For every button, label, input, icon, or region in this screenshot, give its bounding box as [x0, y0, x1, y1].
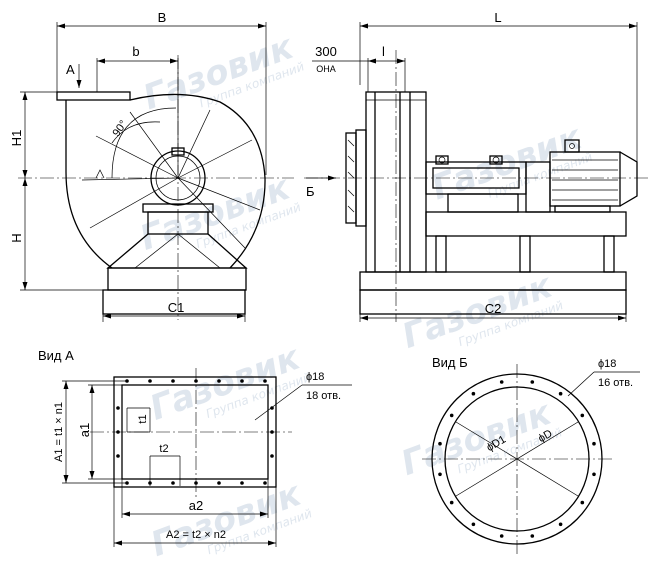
view-A-marker: A [66, 62, 75, 77]
dim-H-label: H [9, 233, 24, 242]
dim-C2-label: C2 [485, 301, 502, 316]
dim-l-label: l [382, 44, 385, 59]
watermark-layer: Газовик Группа компаний Газовик Группа к… [135, 27, 595, 565]
dim-B-label: B [158, 10, 167, 25]
dim-300-label: 300 [315, 44, 337, 59]
bolt-hole [438, 472, 442, 477]
view-B-hole-diameter: ϕ18 [598, 358, 616, 370]
bolt-hole [530, 534, 535, 538]
bolt-hole [530, 380, 535, 384]
dim-C1-label: C1 [168, 300, 185, 315]
side-view: L 300 ОНА l [304, 10, 650, 322]
bolt-hole [438, 441, 442, 446]
dim-t2-label: t2 [159, 443, 168, 455]
dim-300-sub-label: ОНА [316, 64, 336, 74]
dim-b-label: b [132, 44, 139, 59]
bolt-hole [592, 472, 596, 477]
dim-A2-label: A2 = t2 × n2 [166, 529, 226, 541]
view-A: Вид А [38, 348, 352, 547]
bolt-hole [580, 413, 585, 418]
view-B-marker: Б [306, 184, 315, 199]
bolt-hole [499, 380, 504, 384]
view-A-hole-diameter: ϕ18 [306, 371, 324, 383]
bolt-hole [592, 441, 596, 446]
bolt-hole [449, 413, 454, 418]
dim-t1-label: t1 [137, 414, 149, 423]
view-A-holes [116, 379, 274, 485]
dim-a2-label: a2 [189, 498, 203, 513]
bolt-hole [580, 500, 585, 505]
bolt-hole [449, 500, 454, 505]
bolt-hole [471, 391, 476, 396]
dim-a1-label: a1 [77, 423, 92, 437]
bolt-hole [558, 391, 563, 396]
view-B-hole-count: 16 отв. [598, 377, 633, 389]
view-B-holes [438, 380, 596, 538]
view-A-title: Вид А [38, 348, 74, 363]
dim-H1-label: H1 [9, 130, 24, 147]
angle-label: 90° [110, 118, 129, 139]
bolt-hole [499, 534, 504, 538]
bolt-hole [558, 522, 563, 527]
front-view: B b A 90° [9, 10, 294, 322]
dim-L-label: L [494, 10, 501, 25]
view-A-hole-count: 18 отв. [306, 390, 341, 402]
view-B-title: Вид Б [432, 355, 468, 370]
dim-A1-label: A1 = t1 × n1 [53, 402, 65, 462]
bolt-hole [471, 522, 476, 527]
